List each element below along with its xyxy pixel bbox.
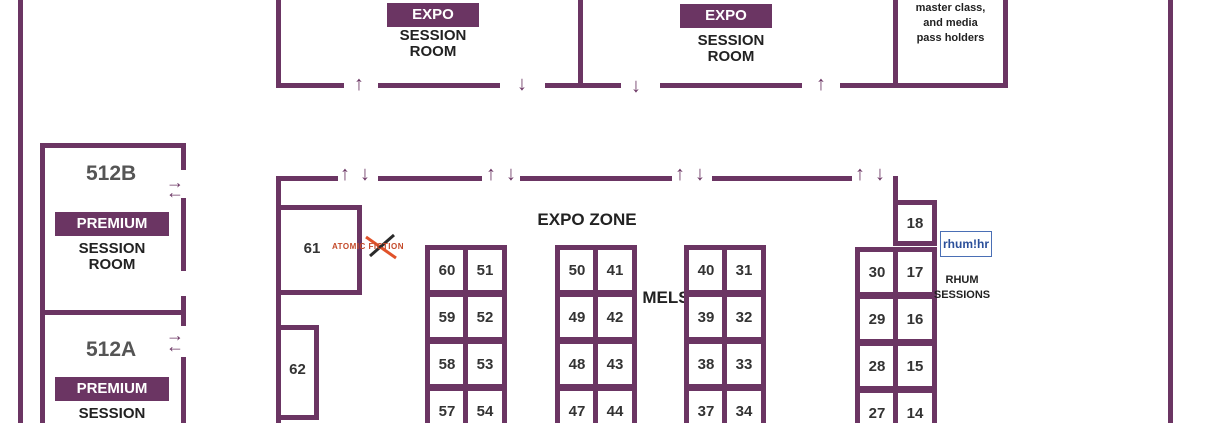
arrow-left-icon: ← (166, 182, 184, 202)
room-wall (40, 143, 186, 148)
room-wall (893, 83, 1008, 88)
expo-zone-wall (276, 176, 338, 181)
pass-holders-line1: master class, (915, 2, 986, 14)
booth-wall (276, 290, 362, 295)
expo-zone-wall (712, 176, 852, 181)
booth-wall (276, 205, 362, 210)
pass-holders-line3: pass holders (916, 32, 985, 44)
arrow-right-icon: → (166, 172, 184, 192)
room-512a-line1: SESSION (78, 405, 146, 422)
booth-34[interactable]: 34 (722, 386, 766, 423)
arrow-up-icon: ↑ (340, 163, 350, 185)
session-room-middle-line1: SESSION (697, 32, 765, 49)
expo-zone-wall (520, 176, 672, 181)
session-room-middle-line2: ROOM (707, 48, 755, 65)
booth-wall (357, 205, 362, 295)
room-wall (893, 0, 898, 88)
booth-54[interactable]: 54 (463, 386, 507, 423)
expo-zone-wall (378, 176, 482, 181)
session-room-left-line2: ROOM (409, 43, 457, 60)
expo-badge-middle: EXPO (680, 4, 772, 28)
room-512a-number: 512A (86, 338, 137, 361)
rhum-hr-logo: rhum!hr (940, 231, 992, 257)
atomic-fiction-logo (365, 233, 397, 260)
booth-wall (276, 325, 319, 330)
arrow-up-icon: ↑ (816, 73, 826, 95)
room-wall (40, 143, 45, 423)
session-room-left-line1: SESSION (399, 27, 467, 44)
booth-15[interactable]: 15 (893, 341, 937, 391)
booth-33[interactable]: 33 (722, 339, 766, 389)
room-wall (40, 310, 186, 315)
booth-62[interactable]: 62 (289, 361, 306, 378)
arrow-up-icon: ↑ (855, 163, 865, 185)
booth-43[interactable]: 43 (593, 339, 637, 389)
room-wall (545, 83, 583, 88)
arrow-right-icon: → (166, 325, 184, 345)
room-wall (578, 0, 583, 88)
arrow-left-icon: ← (166, 336, 184, 356)
premium-badge-512b: PREMIUM (55, 212, 169, 236)
expo-zone-title: EXPO ZONE (537, 210, 637, 229)
expo-zone-wall (276, 176, 281, 423)
rhum-sessions-line1: RHUM (945, 274, 979, 286)
room-512b-line1: SESSION (78, 240, 146, 257)
expo-zone-wall (893, 176, 898, 202)
room-wall (583, 83, 621, 88)
booth-47[interactable]: 47 (555, 386, 599, 423)
room-wall (840, 83, 898, 88)
room-512b-number: 512B (86, 162, 137, 185)
premium-badge-512a: PREMIUM (55, 377, 169, 401)
booth-42[interactable]: 42 (593, 292, 637, 342)
booth-wall (276, 415, 319, 420)
arrow-down-icon: ↓ (360, 163, 370, 185)
outer-wall-left (18, 0, 23, 423)
booth-18[interactable]: 18 (893, 200, 937, 246)
booth-41[interactable]: 41 (593, 245, 637, 295)
booth-53[interactable]: 53 (463, 339, 507, 389)
room-wall (378, 83, 500, 88)
atomic-fiction-text: ATOMIC FICTION (332, 242, 405, 251)
room-wall (276, 0, 281, 88)
arrow-down-icon: ↓ (875, 163, 885, 185)
expo-badge-left: EXPO (387, 3, 479, 27)
arrow-down-icon: ↓ (517, 73, 527, 95)
booth-44[interactable]: 44 (593, 386, 637, 423)
arrow-down-icon: ↓ (631, 75, 641, 97)
booth-wall (314, 325, 319, 420)
room-wall (276, 83, 344, 88)
room-wall (181, 357, 186, 423)
rhum-hr-logo-text: rhum!hr (943, 237, 989, 251)
booth-14[interactable]: 14 (893, 388, 937, 423)
room-wall (181, 143, 186, 170)
booth-51[interactable]: 51 (463, 245, 507, 295)
room-wall (660, 83, 802, 88)
arrow-up-icon: ↑ (675, 163, 685, 185)
booth-60[interactable]: 60 (425, 245, 469, 295)
pass-holders-line2: and media (923, 17, 978, 29)
booth-32[interactable]: 32 (722, 292, 766, 342)
rhum-sessions-line2: SESSIONS (933, 289, 991, 301)
mels-label: MELS (642, 288, 690, 307)
arrow-down-icon: ↓ (506, 163, 516, 185)
room-512b-line2: ROOM (88, 256, 136, 273)
outer-wall-right (1168, 0, 1173, 423)
booth-50[interactable]: 50 (555, 245, 599, 295)
booth-16[interactable]: 16 (893, 294, 937, 344)
room-wall (1003, 0, 1008, 88)
arrow-up-icon: ↑ (354, 73, 364, 95)
booth-61[interactable]: 61 (303, 240, 321, 257)
arrow-down-icon: ↓ (695, 163, 705, 185)
booth-31[interactable]: 31 (722, 245, 766, 295)
room-wall (181, 198, 186, 271)
arrow-up-icon: ↑ (486, 163, 496, 185)
booth-52[interactable]: 52 (463, 292, 507, 342)
